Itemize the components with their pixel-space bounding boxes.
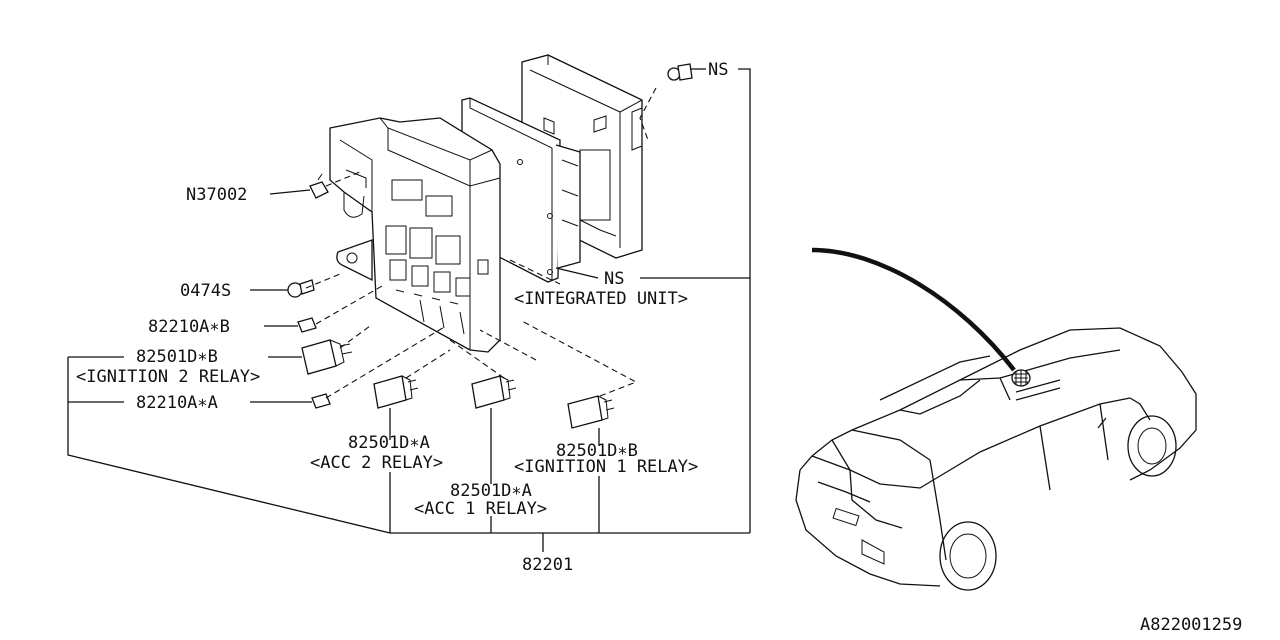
label-82501d-b-left: 82501D∗B xyxy=(136,347,218,367)
relay-ignition-1 xyxy=(567,395,615,429)
label-n37002: N37002 xyxy=(186,185,247,205)
relay-acc-1 xyxy=(471,375,517,409)
relay-ignition-2 xyxy=(301,339,353,375)
figure-code: A822001259 xyxy=(1140,615,1242,635)
dashed-assembly-lines xyxy=(305,87,657,399)
label-82501d-a-mid: 82501D∗A xyxy=(450,481,532,501)
label-82501d-b-right: 82501D∗B xyxy=(556,441,638,461)
label-ns-mid: NS xyxy=(604,269,624,289)
label-assembly-82201: 82201 xyxy=(522,555,573,575)
label-ignition-2-relay: <IGNITION 2 RELAY> xyxy=(76,367,260,387)
label-82501d-a-left: 82501D∗A xyxy=(348,433,430,453)
label-82210a-b: 82210A∗B xyxy=(148,317,230,337)
relay-box xyxy=(329,117,501,353)
clip-n37002 xyxy=(309,173,329,199)
bolt-ns xyxy=(667,63,693,81)
connector-82210a-a xyxy=(311,393,331,409)
leader-lines xyxy=(67,68,751,552)
label-82210a-a: 82210A∗A xyxy=(136,393,218,413)
bolt-0474s xyxy=(287,279,315,298)
label-acc-1-relay: <ACC 1 RELAY> xyxy=(414,499,547,519)
vehicle-illustration xyxy=(795,247,1197,591)
connector-82210a-b xyxy=(297,317,317,333)
label-integrated-unit: <INTEGRATED UNIT> xyxy=(514,289,688,309)
label-0474s: 0474S xyxy=(180,281,231,301)
relay-acc-2 xyxy=(373,375,419,409)
label-ignition-1-relay: <IGNITION 1 RELAY> xyxy=(514,457,698,477)
label-ns-top: NS xyxy=(708,60,728,80)
label-acc-2-relay: <ACC 2 RELAY> xyxy=(310,453,443,473)
